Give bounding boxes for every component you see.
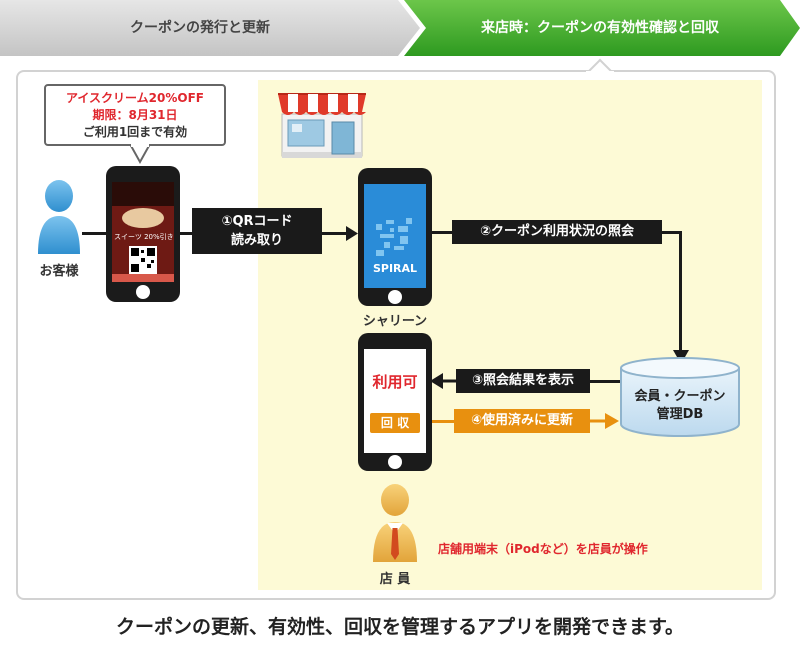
clerk-person-icon [373,484,417,562]
clerk-device: 利用可 回 収 [358,333,432,471]
coupon-balloon: アイスクリーム20%OFF 期限：8月31日 ご利用1回まで有効 [44,84,226,146]
store-area [258,80,762,590]
arrow-1-head [320,226,358,241]
coupon-expiry: 期限：8月31日 [92,108,178,122]
customer-phone-screen: スイーツ 20%引き [112,182,174,282]
spiral-phone-label: シャリーン [362,314,428,329]
customer-person-icon [38,180,80,254]
clerk-device-home-button [388,455,402,469]
database-icon [620,357,740,437]
step-pointer-overlay [586,58,614,74]
qr-read-label: ①QRコード 読み取り [192,208,322,254]
spiral-phone-screen: SPIRAL [364,184,426,288]
clerk-device-screen: 利用可 回 収 [364,349,426,453]
qr-read-label-line2: 読み取り [230,233,283,248]
arrow-2-vertical [679,231,682,353]
qr-code-icon [129,246,157,274]
clerk-device-note: 店舗用端末（iPodなど）を店員が操作 [438,542,648,556]
footer-summary: クーポンの更新、有効性、回収を管理するアプリを開発できます。 [115,616,685,638]
qr-read-label-line1: ①QRコード [221,214,293,229]
coupon-usage-limit: ご利用1回まで有効 [82,125,188,139]
arrow-4-head [588,413,619,429]
result-label: ③照会結果を表示 [456,369,590,393]
step-1-shape [0,0,420,56]
arrow-2-head [673,350,689,364]
database-label-line2: 管理DB [656,407,704,422]
balloon-tail [128,144,152,165]
spiral-qr-graphic: SPIRAL [373,218,417,275]
ice-cream-image [122,208,164,228]
customer-label: お客様 [39,264,79,279]
customer-phone-text: スイーツ 20%引き [114,233,174,241]
database-label: 会員・クーポン 管理DB [618,388,742,424]
arrow-3-head [430,373,458,389]
spiral-logo: SPIRAL [373,262,417,275]
store-icon [278,93,366,158]
step-2-shape [404,0,800,56]
step-bar [0,0,800,60]
step-1-label: クーポンの発行と更新 [130,20,270,36]
spiral-phone-home-button [388,290,402,304]
collect-button[interactable]: 回 収 [370,413,420,433]
query-label: ②クーポン利用状況の照会 [452,220,662,244]
coupon-title: アイスクリーム20%OFF [66,91,204,105]
coupon-status-valid: 利用可 [372,373,418,391]
connector-customer-phone [82,232,106,235]
update-label: ④使用済みに更新 [454,409,590,433]
customer-phone-home-button [136,285,150,299]
database-label-line1: 会員・クーポン [634,389,726,404]
customer-smartphone: スイーツ 20%引き [106,166,180,302]
step-2-label: 来店時：クーポンの有効性確認と回収 [481,20,719,36]
clerk-label: 店 員 [379,572,411,587]
spiral-smartphone: SPIRAL [358,168,432,306]
